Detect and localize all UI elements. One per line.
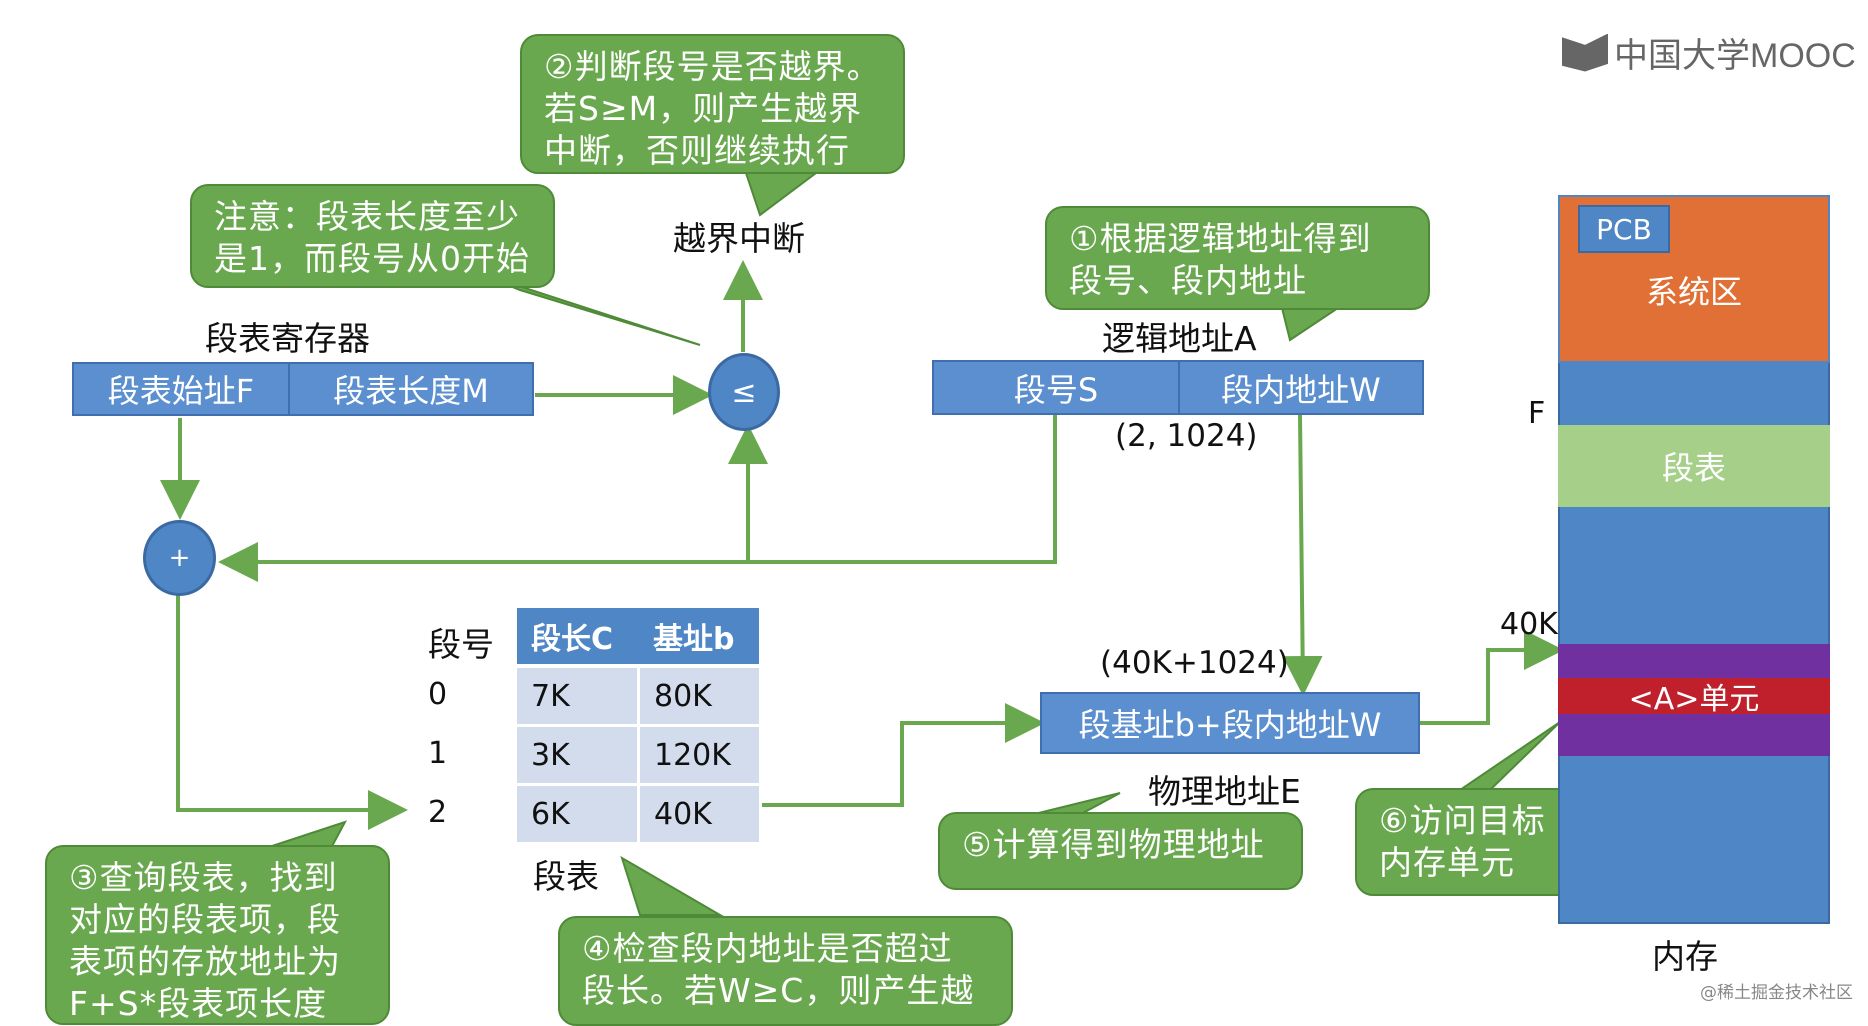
register-length-text: 段表长度M — [333, 372, 489, 410]
callout-step4: ④检查段内地址是否超过 段长。若W≥C，则产生越 — [558, 916, 1013, 1026]
F-marker-label: F — [1528, 396, 1546, 431]
memory-caption: 内存 — [1652, 937, 1718, 976]
seg-len-2: 6K — [517, 786, 637, 842]
seg-len-1: 3K — [517, 727, 637, 783]
compare-node: ≤ — [708, 353, 780, 431]
logical-seg-text: 段号S — [1013, 370, 1099, 409]
callout-step6-text: ⑥访问目标 内存单元 — [1379, 801, 1546, 882]
memory-target-unit: <A>单元 — [1558, 678, 1830, 717]
logo-text: 中国大学MOOC — [1614, 37, 1856, 75]
register-start-text: 段表始址F — [107, 372, 255, 410]
watermark: @稀土掘金技术社区 — [1700, 983, 1853, 1003]
seg-len-header: 段长C — [517, 608, 639, 664]
adder-symbol: + — [168, 543, 191, 573]
callout-step3-text: ③查询段表，找到 对应的段表项，段 表项的存放地址为 F+S*段表项长度 — [69, 858, 341, 1023]
memory-block-2 — [1558, 507, 1830, 644]
arrow-base-to-physical — [762, 703, 1045, 807]
seg-num-header: 段号 — [428, 625, 494, 664]
seg-base-0: 80K — [640, 668, 759, 724]
compare-symbol: ≤ — [731, 374, 757, 410]
logical-offset-text: 段内地址W — [1221, 370, 1381, 409]
memory-pcb: PCB — [1578, 205, 1670, 253]
memory-block-3 — [1558, 756, 1830, 924]
callout-step5: ⑤计算得到物理地址 — [938, 812, 1303, 890]
memory-seg-table-text: 段表 — [1661, 449, 1726, 487]
callout-step5-text: ⑤计算得到物理地址 — [962, 825, 1265, 864]
memory-purple-bottom — [1558, 714, 1830, 756]
logical-value-label: (2, 1024) — [1115, 418, 1258, 454]
physical-addr-label: 物理地址E — [1148, 772, 1301, 811]
seg-table-caption: 段表 — [533, 857, 599, 896]
interrupt-label: 越界中断 — [673, 219, 805, 258]
memory-block-1 — [1558, 363, 1830, 425]
memory-target-unit-text: <A>单元 — [1628, 682, 1760, 717]
register-start-field: 段表始址F — [72, 362, 290, 416]
arrow-adder-to-row — [176, 595, 408, 830]
logical-offset-field: 段内地址W — [1178, 360, 1424, 415]
callout-tail-6 — [1456, 721, 1561, 791]
callout-step6: ⑥访问目标 内存单元 — [1355, 788, 1580, 896]
memory-purple-top — [1558, 644, 1830, 678]
callout-tail-4 — [620, 855, 724, 916]
logical-addr-label: 逻辑地址A — [1102, 319, 1257, 358]
seg-len-0: 7K — [517, 668, 637, 724]
seg-num-2: 2 — [428, 795, 448, 830]
arrow-offset-to-physical — [1282, 414, 1323, 696]
callout-step3: ③查询段表，找到 对应的段表项，段 表项的存放地址为 F+S*段表项长度 — [45, 845, 390, 1025]
physical-value-label: (40K+1024) — [1100, 645, 1289, 681]
callout-step2-text: ②判断段号是否越界。 若S≥M，则产生越界 中断，否则继续执行 — [544, 47, 881, 170]
memory-system-area: 系统区 — [1558, 195, 1830, 363]
callout-step1: ①根据逻辑地址得到 段号、段内地址 — [1045, 206, 1430, 310]
memory-system-text: 系统区 — [1645, 273, 1742, 311]
seg-base-2: 40K — [640, 786, 759, 842]
callout-step4-text: ④检查段内地址是否超过 段长。若W≥C，则产生越 — [582, 929, 975, 1010]
memory-seg-table: 段表 — [1558, 425, 1830, 507]
callout-note: 注意：段表长度至少 是1，而段号从0开始 — [190, 184, 555, 288]
callout-note-text: 注意：段表长度至少 是1，而段号从0开始 — [214, 197, 530, 278]
40K-marker-label: 40K — [1500, 607, 1558, 642]
register-length-field: 段表长度M — [288, 362, 534, 416]
physical-address-box: 段基址b+段内地址W — [1040, 692, 1420, 754]
adder-node: + — [143, 520, 216, 596]
logical-seg-field: 段号S — [932, 360, 1180, 415]
arrow-seg-to-adder — [218, 415, 1057, 582]
seg-base-1: 120K — [640, 727, 759, 783]
memory-pcb-text: PCB — [1596, 212, 1652, 246]
seg-num-0: 0 — [428, 677, 448, 712]
book-icon — [1562, 33, 1608, 72]
seg-num-1: 1 — [428, 736, 448, 771]
seg-base-header: 基址b — [639, 608, 759, 664]
callout-tail-2 — [743, 169, 823, 217]
mooc-logo: 中国大学MOOC — [1562, 28, 1856, 77]
callout-step2: ②判断段号是否越界。 若S≥M，则产生越界 中断，否则继续执行 — [520, 34, 905, 174]
seg-register-label: 段表寄存器 — [205, 319, 370, 358]
arrow-physical-to-memory — [1420, 630, 1564, 725]
callout-step1-text: ①根据逻辑地址得到 段号、段内地址 — [1069, 219, 1372, 300]
physical-address-text: 段基址b+段内地址W — [1078, 706, 1382, 744]
